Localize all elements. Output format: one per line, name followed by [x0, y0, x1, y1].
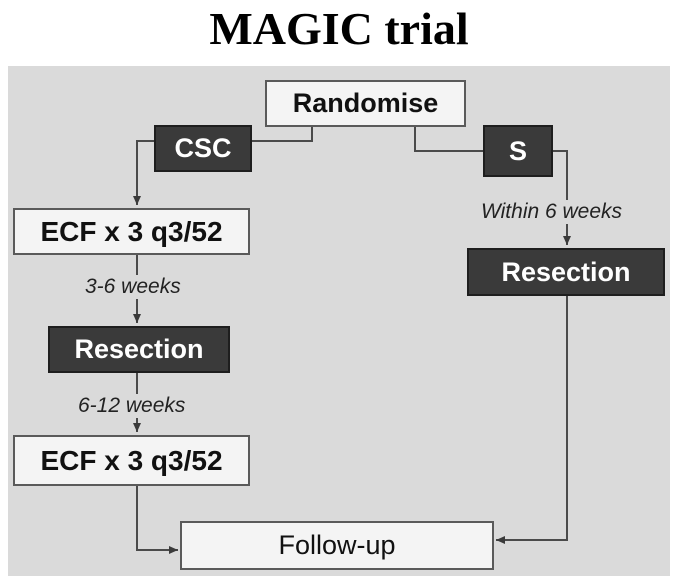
connector-s-to-resection [553, 150, 571, 245]
follow-up-label: Follow-up [278, 530, 396, 560]
interval-post-surgery: 6-12 weeks [75, 394, 189, 418]
resection-right-label: Resection [501, 256, 631, 287]
randomise-label: Randomise [292, 88, 439, 118]
ecf-pre-box: ECF x 3 q3/52 [13, 208, 250, 255]
diagram-title: MAGIC trial [209, 3, 469, 54]
connector-randomise-to-csc [252, 127, 313, 142]
resection-left-box: Resection [48, 326, 230, 373]
resection-right-box: Resection [467, 248, 665, 296]
interval-pre-surgery: 3-6 weeks [82, 275, 184, 299]
s-box: S [483, 125, 553, 177]
csc-label: CSC [174, 133, 232, 163]
s-label: S [508, 135, 527, 166]
randomise-box: Randomise [265, 80, 466, 127]
ecf-post-label: ECF x 3 q3/52 [40, 444, 223, 476]
connector-resection-to-follow-up [496, 296, 568, 544]
connector-randomise-to-s [414, 127, 483, 152]
connector-ecf-post-to-follow-up [136, 486, 178, 554]
connector-csc-to-ecf-pre [133, 140, 154, 205]
csc-box: CSC [154, 125, 252, 172]
interval-surgery-only: Within 6 weeks [478, 200, 626, 224]
resection-left-label: Resection [74, 334, 204, 364]
ecf-pre-label: ECF x 3 q3/52 [40, 215, 223, 247]
follow-up-box: Follow-up [180, 521, 494, 570]
ecf-post-box: ECF x 3 q3/52 [13, 435, 250, 486]
